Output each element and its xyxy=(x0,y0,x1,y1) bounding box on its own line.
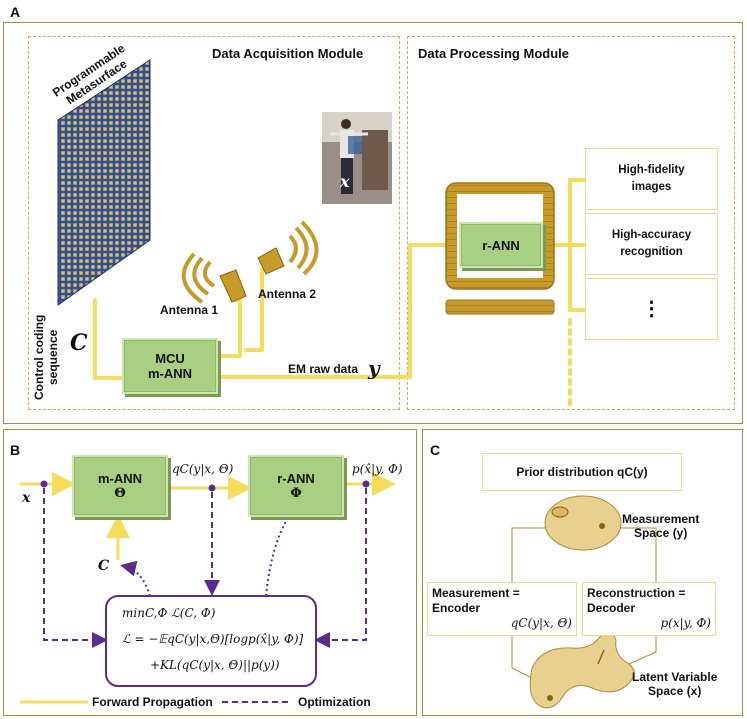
mann-label: m-ANN xyxy=(147,366,193,381)
processing-module-frame xyxy=(407,36,735,410)
b-x-input: x xyxy=(22,490,31,506)
panel-b xyxy=(3,429,417,716)
antenna-2-icon xyxy=(257,220,319,276)
panel-c xyxy=(422,429,743,716)
panel-a xyxy=(3,22,743,424)
person-photo xyxy=(322,112,392,204)
output-high-fidelity: High-fidelity images xyxy=(585,148,718,210)
antenna-1-icon xyxy=(181,252,247,304)
mann-box-b[interactable]: m-ANN Θ xyxy=(72,455,168,517)
encoder-box: Measurement = Encoder qC(y|x, Θ) xyxy=(427,582,577,636)
antenna-1-label: Antenna 1 xyxy=(160,303,219,317)
legend-optimization-label: Optimization xyxy=(298,695,371,709)
mcu-mann-box[interactable]: MCU m-ANN xyxy=(122,338,218,394)
coding-line xyxy=(93,298,124,380)
phi-label: Φ xyxy=(290,486,302,501)
processing-module-title: Data Processing Module xyxy=(418,46,569,61)
antenna-2-label: Antenna 2 xyxy=(258,287,317,301)
coding-symbol: C xyxy=(70,330,88,356)
latent-space-shape xyxy=(529,631,635,709)
prior-distribution-box: Prior distribution qC(y) xyxy=(482,453,682,491)
p-label: p(x̂|y, Φ) xyxy=(352,462,403,476)
loss-eq-3: +KL(qC(y|x, Θ)||p(y)) xyxy=(150,658,280,672)
panel-a-label: A xyxy=(10,4,21,20)
em-y-symbol: y xyxy=(368,356,380,380)
acquisition-module-title: Data Acquisition Module xyxy=(212,46,364,61)
legend-forward-label: Forward Propagation xyxy=(92,695,213,709)
loss-eq-1: minC,Φ ℒ(C, Φ) xyxy=(122,606,216,620)
theta-label: Θ xyxy=(114,486,126,501)
measurement-space-shape xyxy=(544,495,622,551)
mcu-label: MCU xyxy=(155,351,185,366)
decoder-box: Reconstruction = Decoder p(x|y, Φ) xyxy=(582,582,716,636)
person-x-symbol: x xyxy=(340,172,350,191)
panel-b-label: B xyxy=(10,442,21,458)
acquisition-module-frame xyxy=(28,36,400,410)
loss-eq-2: ℒ = −𝔼qC(y|x,Θ)[logp(x̂|y, Φ)] xyxy=(122,632,304,646)
metasurface xyxy=(57,59,151,306)
em-raw-data-label: EM raw data xyxy=(288,362,359,376)
latent-space-label: Latent Variable Space (x) xyxy=(632,670,718,698)
rann-label-b: r-ANN xyxy=(277,471,315,486)
b-c-symbol: C xyxy=(98,558,110,574)
em-data-line xyxy=(217,243,460,379)
panel-c-label: C xyxy=(430,442,441,458)
rann-label-a: r-ANN xyxy=(482,237,520,253)
output-high-accuracy: High-accuracy recognition xyxy=(585,213,718,275)
prior-distribution-label: Prior distribution qC(y) xyxy=(516,464,648,479)
rann-box-a[interactable]: r-ANN xyxy=(459,222,543,268)
output-more: ⋮ xyxy=(585,278,718,340)
q-label: qC(y|x, Θ) xyxy=(172,462,234,476)
measurement-space-label: Measurement Space (y) xyxy=(622,512,700,540)
rann-box-b[interactable]: r-ANN Φ xyxy=(248,455,344,517)
mann-label-b: m-ANN xyxy=(97,471,143,486)
